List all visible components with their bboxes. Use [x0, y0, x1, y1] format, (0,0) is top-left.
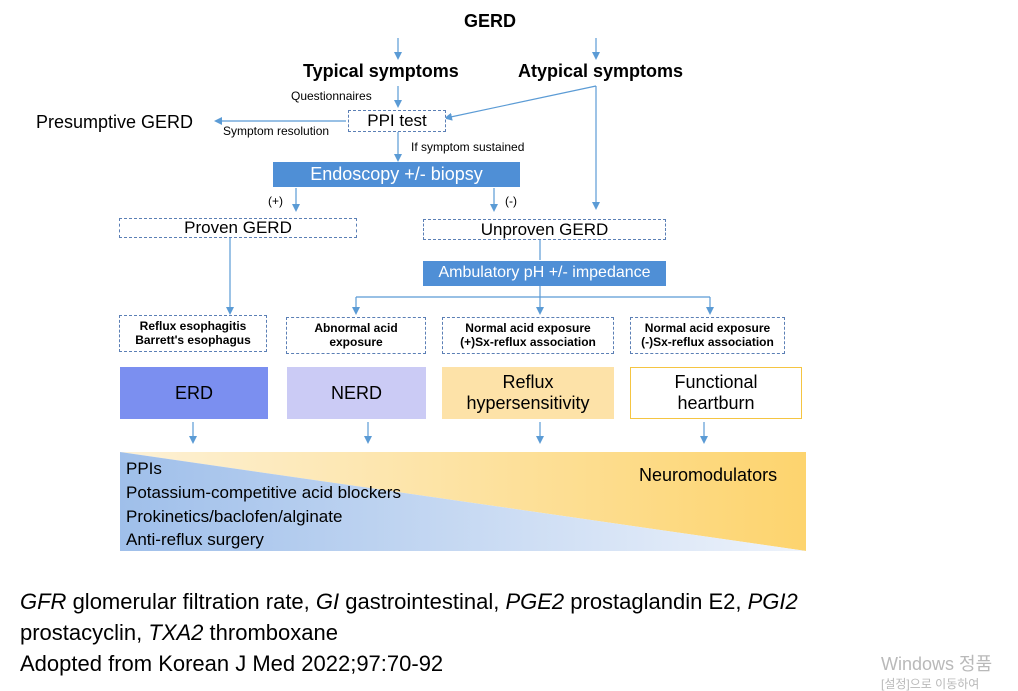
minus-label: (-)	[505, 194, 517, 208]
treatment-pcab: Potassium-competitive acid blockers	[126, 483, 401, 502]
category-fh-line2: heartburn	[677, 393, 755, 413]
proven-gerd-box: Proven GERD	[119, 218, 357, 238]
caption-text: glomerular filtration rate,	[66, 589, 316, 614]
typical-symptoms-label: Typical symptoms	[303, 61, 459, 81]
finding-line: (+)Sx-reflux association	[460, 334, 596, 349]
presumptive-gerd-label: Presumptive GERD	[36, 112, 194, 132]
category-fh-line1: Functional	[674, 372, 758, 393]
caption-abbr: GFR	[20, 589, 67, 614]
windows-watermark-line1: Windows 정품	[881, 654, 993, 674]
treatment-neuromodulators: Neuromodulators	[639, 465, 778, 485]
finding-box-rh: Normal acid exposure (+)Sx-reflux associ…	[442, 317, 614, 354]
finding-line: Barrett's esophagus	[135, 332, 251, 347]
caption-abbr: PGE2	[505, 589, 565, 614]
ambulatory-label: Ambulatory pH +/- impedance	[438, 264, 651, 282]
category-nerd-label: NERD	[330, 382, 382, 403]
caption-line-2: prostacyclin, TXA2 thromboxane	[20, 622, 338, 644]
windows-watermark-line2: [설정]으로 이동하여	[881, 677, 980, 691]
finding-line: exposure	[329, 334, 383, 349]
category-rh-line2: hypersensitivity	[466, 393, 590, 413]
ppi-test-label: PPI test	[367, 111, 427, 131]
endoscopy-box: Endoscopy +/- biopsy	[273, 162, 520, 187]
finding-box-nerd: Abnormal acid exposure	[286, 317, 426, 354]
finding-line: Normal acid exposure	[644, 320, 771, 335]
proven-gerd-label: Proven GERD	[184, 218, 292, 238]
finding-line: (-)Sx-reflux association	[641, 334, 774, 349]
caption-line-1: GFR glomerular filtration rate, GI gastr…	[20, 591, 798, 613]
if-sustained-label: If symptom sustained	[411, 140, 525, 154]
caption-abbr: PGI2	[747, 589, 798, 614]
finding-box-erd: Reflux esophagitis Barrett's esophagus	[119, 315, 267, 352]
category-reflux-hypersensitivity: Reflux hypersensitivity	[442, 367, 614, 419]
line-atypical-ppi	[444, 85, 597, 121]
caption-text: thromboxane	[203, 620, 338, 645]
caption-source: Adopted from Korean J Med 2022;97:70-92	[20, 651, 444, 676]
caption-abbr: TXA2	[148, 620, 204, 645]
acid-suppression-wedge	[120, 452, 806, 551]
finding-line: Normal acid exposure	[465, 320, 591, 335]
questionnaires-label: Questionnaires	[291, 89, 372, 103]
caption-text: gastrointestinal,	[339, 589, 506, 614]
ppi-test-box: PPI test	[348, 110, 446, 132]
unproven-gerd-label: Unproven GERD	[480, 219, 609, 239]
plus-label: (+)	[268, 194, 283, 208]
ambulatory-box: Ambulatory pH +/- impedance	[423, 261, 666, 286]
category-rh-line1: Reflux	[502, 372, 554, 393]
caption-text: prostacyclin,	[20, 620, 149, 645]
treatment-panel	[120, 452, 806, 551]
unproven-gerd-box: Unproven GERD	[423, 219, 666, 240]
finding-line: Abnormal acid	[314, 320, 398, 335]
category-nerd: NERD	[287, 367, 426, 419]
category-erd: ERD	[120, 367, 268, 419]
caption-text: prostaglandin E2,	[564, 589, 748, 614]
treatment-surgery: Anti-reflux surgery	[126, 530, 264, 549]
atypical-symptoms-label: Atypical symptoms	[518, 61, 684, 81]
finding-box-fh: Normal acid exposure (-)Sx-reflux associ…	[630, 317, 785, 354]
endoscopy-label: Endoscopy +/- biopsy	[310, 164, 483, 185]
gerd-title: GERD	[464, 11, 517, 31]
caption-abbr: GI	[315, 589, 340, 614]
treatment-prokinetics: Prokinetics/baclofen/alginate	[126, 507, 343, 526]
treatment-ppis: PPIs	[126, 459, 162, 478]
finding-line: Reflux esophagitis	[139, 318, 247, 333]
category-functional-heartburn: Functional heartburn	[630, 367, 802, 419]
symptom-resolution-label: Symptom resolution	[223, 124, 330, 138]
category-erd-label: ERD	[174, 382, 213, 403]
